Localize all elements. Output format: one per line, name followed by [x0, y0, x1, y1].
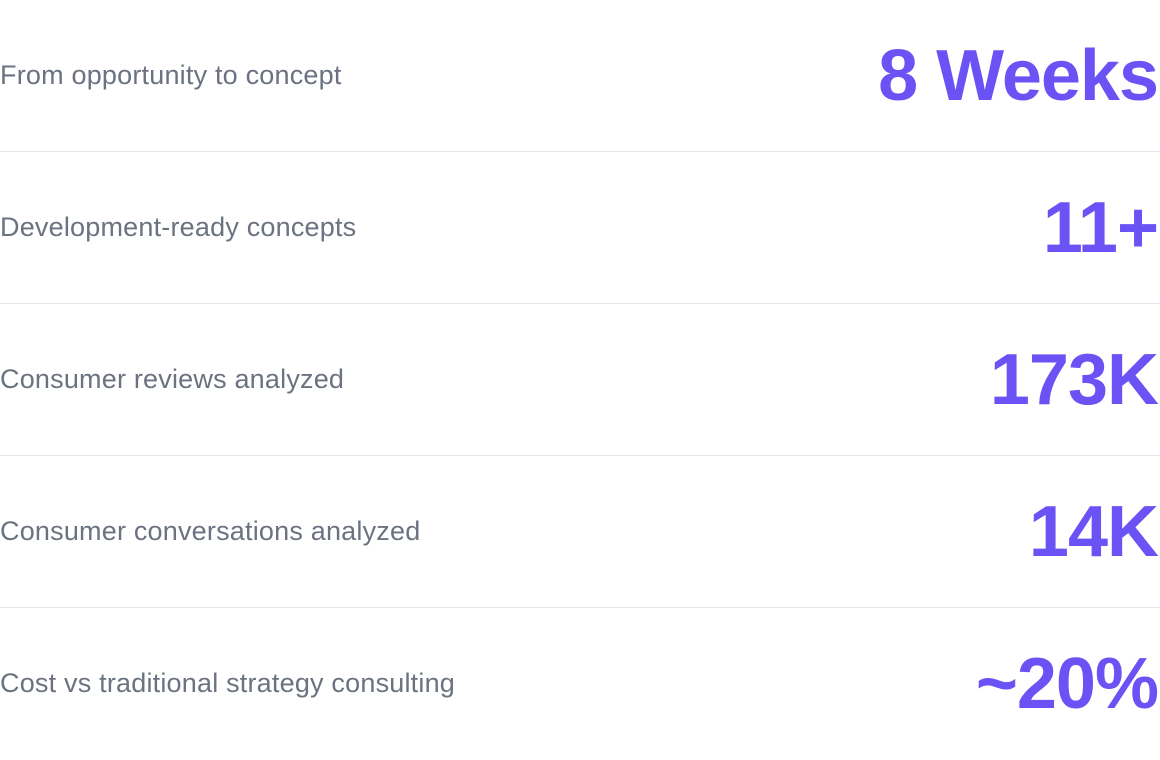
stat-label: Development-ready concepts — [0, 212, 357, 242]
stat-row-concepts: Development-ready concepts 11+ — [0, 152, 1160, 304]
stat-value: 173K — [989, 339, 1159, 420]
stat-row-timeline: From opportunity to concept 8 Weeks — [0, 0, 1160, 152]
stat-row-conversations: Consumer conversations analyzed 14K — [0, 456, 1160, 608]
stat-label: Consumer reviews analyzed — [0, 364, 345, 394]
stat-value: 11+ — [1042, 187, 1159, 268]
stat-row-cost: Cost vs traditional strategy consulting … — [0, 608, 1160, 759]
stat-label: From opportunity to concept — [0, 60, 342, 90]
stat-row-reviews: Consumer reviews analyzed 173K — [0, 304, 1160, 456]
stat-value: ~20% — [975, 643, 1159, 724]
stat-value: 14K — [1028, 491, 1159, 572]
stat-value: 8 Weeks — [878, 35, 1159, 116]
stat-label: Cost vs traditional strategy consulting — [0, 668, 456, 698]
stat-label: Consumer conversations analyzed — [0, 516, 421, 546]
